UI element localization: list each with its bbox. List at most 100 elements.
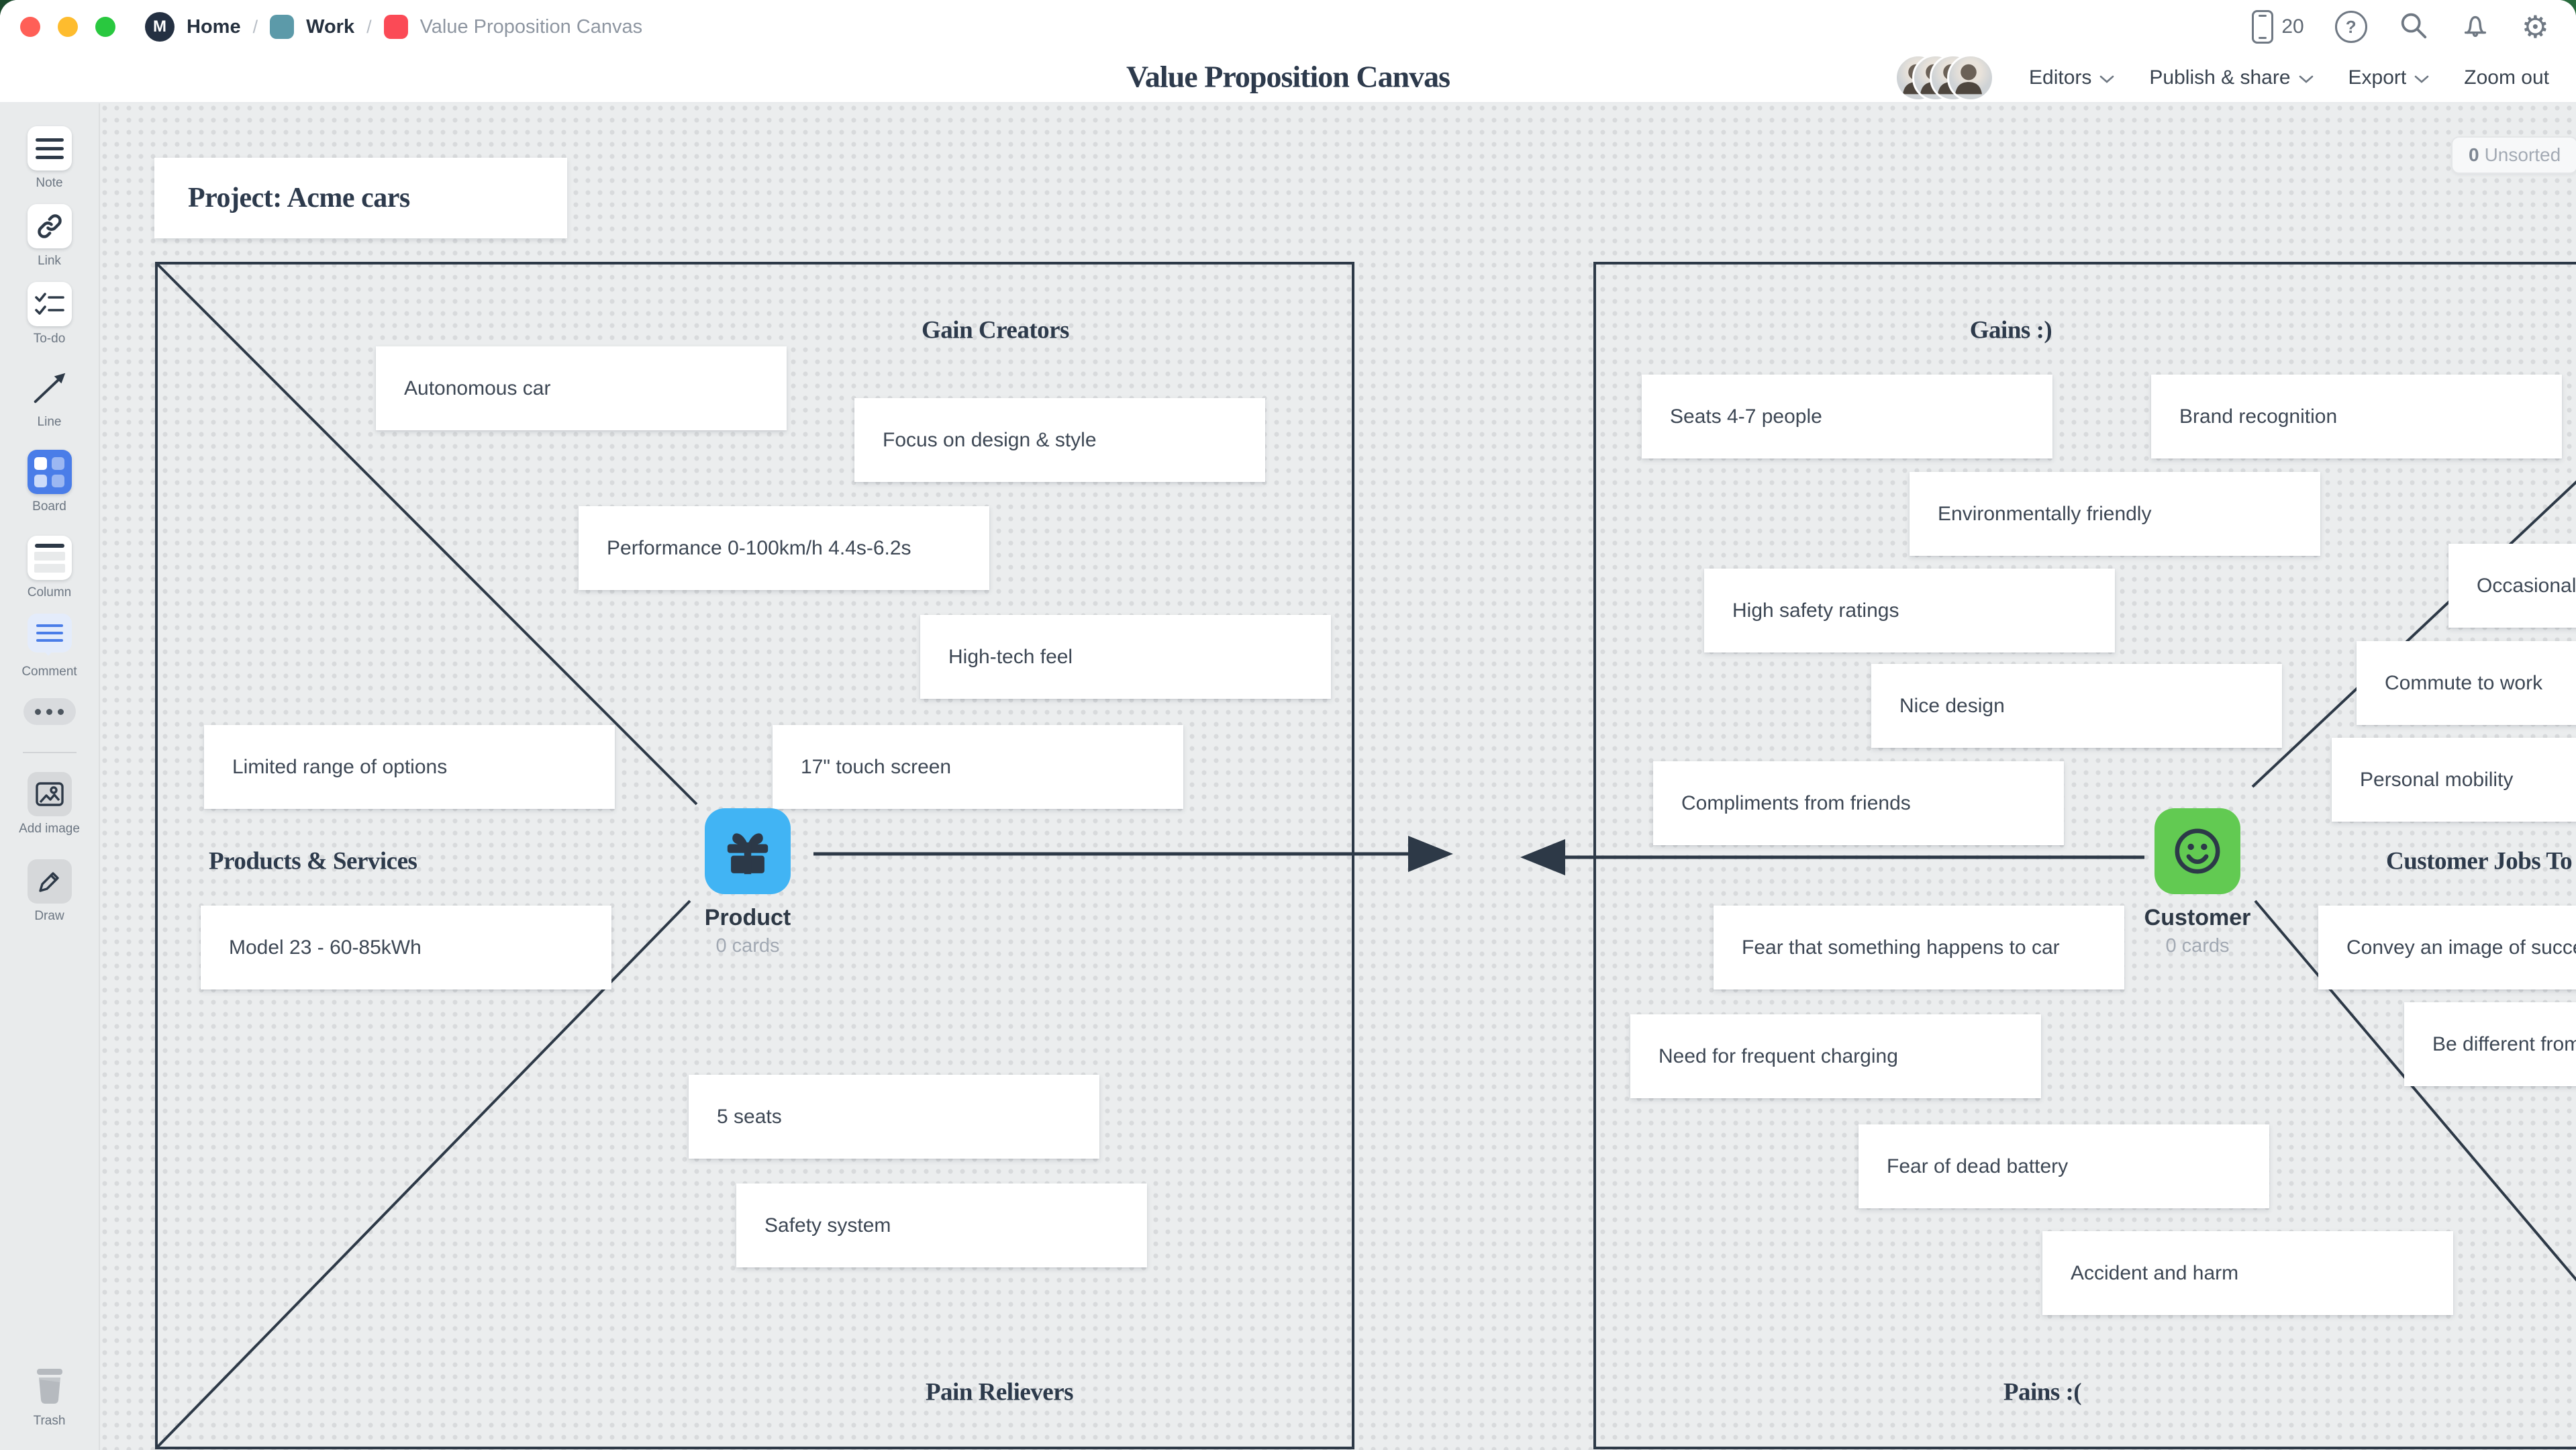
canvas-linework (155, 262, 2576, 1449)
breadcrumb: M Home / Work / Value Proposition Canvas (145, 12, 642, 42)
publish-share-button[interactable]: Publish & share (2149, 66, 2313, 89)
link-icon (27, 204, 72, 248)
tool-draw[interactable]: Draw (0, 859, 99, 924)
note-card[interactable]: Personal mobility (2332, 738, 2576, 822)
device-count: 20 (2281, 15, 2304, 38)
publish-share-label: Publish & share (2149, 66, 2291, 89)
close-window-icon[interactable] (20, 17, 40, 37)
pencil-icon (27, 859, 72, 904)
note-card[interactable]: 5 seats (689, 1075, 1099, 1159)
tool-line[interactable]: Line (0, 365, 99, 430)
board-header: Value Proposition Canvas Editors Publish… (0, 54, 2576, 103)
editor-avatars[interactable] (1895, 54, 1995, 101)
section-header[interactable]: Gains :) (1969, 316, 2052, 344)
tool-label: Link (38, 254, 61, 268)
zoom-window-icon[interactable] (95, 17, 115, 37)
section-header[interactable]: Products & Services (209, 847, 417, 875)
tool-todo[interactable]: To-do (0, 282, 99, 346)
note-card[interactable]: Autonomous car (376, 346, 787, 430)
chevron-down-icon (2100, 75, 2114, 83)
tool-label: Add image (19, 822, 80, 836)
search-icon[interactable] (2398, 10, 2429, 44)
tool-sidebar: Note Link To-do (0, 102, 100, 1450)
note-card[interactable]: Limited range of options (204, 725, 615, 809)
arrowhead-right-icon (1408, 836, 1453, 872)
section-header[interactable]: Customer Jobs To Be Done (2386, 847, 2576, 875)
note-card[interactable]: Compliments from friends (1653, 761, 2064, 845)
trash-button[interactable]: Trash (0, 1361, 99, 1429)
product-board[interactable]: Product 0 cards (647, 808, 848, 957)
note-card[interactable]: Occasional long trips (2448, 544, 2576, 628)
note-card[interactable]: 17" touch screen (773, 725, 1183, 809)
minimize-window-icon[interactable] (58, 17, 78, 37)
customer-board[interactable]: Customer 0 cards (2097, 808, 2298, 957)
breadcrumb-current: Value Proposition Canvas (419, 15, 643, 38)
comment-icon (27, 614, 72, 656)
section-header[interactable]: Pains :( (2003, 1378, 2082, 1406)
unsorted-count: 0 (2469, 144, 2479, 165)
note-card[interactable]: Be different from others (2404, 1002, 2576, 1086)
diagonal-line (2251, 480, 2576, 788)
tool-column[interactable]: Column (0, 536, 99, 600)
tool-comment[interactable]: Comment (0, 614, 99, 679)
note-card[interactable]: Accident and harm (2042, 1231, 2453, 1315)
help-icon[interactable]: ? (2334, 11, 2367, 43)
chevron-down-icon (2414, 75, 2429, 83)
note-card[interactable]: Nice design (1871, 664, 2282, 748)
tool-label: Draw (34, 909, 64, 923)
app-logo-icon[interactable]: M (145, 12, 175, 42)
zoom-out-button[interactable]: Zoom out (2464, 66, 2549, 89)
notifications-bell-icon[interactable] (2460, 10, 2491, 44)
more-tools-button[interactable] (0, 698, 99, 725)
section-header[interactable]: Pain Relievers (925, 1378, 1074, 1406)
note-card[interactable]: Environmentally friendly (1910, 472, 2320, 556)
board-icon (27, 450, 72, 494)
note-card[interactable]: Focus on design & style (854, 398, 1265, 482)
editors-menu-button[interactable]: Editors (2029, 66, 2114, 89)
note-card[interactable]: Commute to work (2357, 641, 2576, 725)
tool-link[interactable]: Link (0, 204, 99, 269)
todo-icon (27, 282, 72, 326)
phone-icon (2252, 10, 2274, 44)
trash-icon (0, 1361, 99, 1408)
note-card[interactable]: Fear that something happens to car (1714, 906, 2124, 989)
column-icon (27, 536, 72, 580)
board-card-count: 0 cards (2165, 935, 2230, 957)
note-card[interactable]: Performance 0-100km/h 4.4s-6.2s (579, 506, 989, 590)
note-card[interactable]: Seats 4-7 people (1642, 375, 2052, 458)
note-card[interactable]: Convey an image of success (2318, 906, 2576, 989)
section-header[interactable]: Gain Creators (922, 316, 1069, 344)
breadcrumb-home[interactable]: Home (187, 15, 241, 38)
mobile-devices-button[interactable]: 20 (2252, 10, 2304, 44)
note-card[interactable]: Need for frequent charging (1630, 1014, 2041, 1098)
note-card[interactable]: Model 23 - 60-85kWh (201, 906, 611, 989)
tool-board[interactable]: Board (0, 450, 99, 514)
add-image-icon (27, 772, 72, 816)
tool-label: To-do (33, 332, 66, 346)
zoom-out-label: Zoom out (2464, 66, 2549, 89)
ellipsis-icon (23, 698, 76, 725)
note-card[interactable]: High-tech feel (920, 615, 1331, 699)
tool-label: Line (37, 415, 62, 429)
note-card[interactable]: Brand recognition (2151, 375, 2562, 458)
breadcrumb-work[interactable]: Work (306, 15, 355, 38)
note-card[interactable]: Fear of dead battery (1859, 1124, 2269, 1208)
breadcrumb-separator: / (252, 16, 258, 37)
tool-note[interactable]: Note (0, 126, 99, 191)
export-button[interactable]: Export (2348, 66, 2430, 89)
arrowhead-left-icon (1520, 839, 1565, 875)
note-card[interactable]: High safety ratings (1704, 569, 2115, 652)
smiley-icon (2154, 808, 2240, 894)
work-board-icon[interactable] (270, 15, 295, 39)
note-card[interactable]: Safety system (736, 1183, 1147, 1267)
settings-gear-icon[interactable]: ⚙ (2521, 9, 2549, 45)
project-title-card[interactable]: Project: Acme cars (154, 158, 567, 238)
top-bar: M Home / Work / Value Proposition Canvas… (0, 0, 2576, 54)
tool-add-image[interactable]: Add image (0, 772, 99, 836)
page-title[interactable]: Value Proposition Canvas (1126, 59, 1450, 94)
diagonal-line (156, 263, 698, 806)
